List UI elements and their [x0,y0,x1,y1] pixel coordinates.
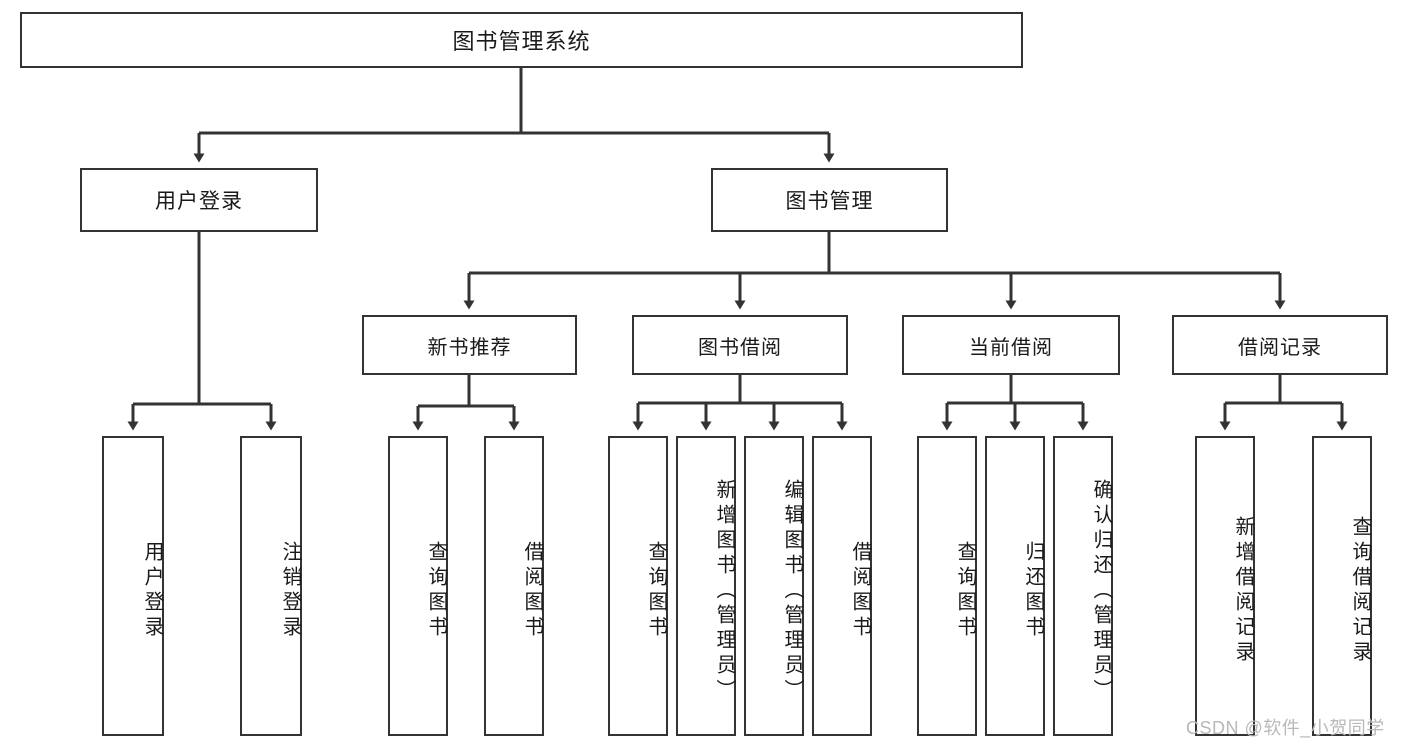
node-book-borrow-label: 图书借阅 [698,336,782,359]
node-new-book-recommend-label: 新书推荐 [427,336,512,359]
leaf-add-book-admin-label: 新增图书（管理员） [713,478,735,704]
leaf-query-borrow-record-label: 查询借阅记录 [1349,516,1371,666]
leaf-query-borrow-record[interactable]: 查询借阅记录 [1312,436,1372,736]
node-borrow-record[interactable]: 借阅记录 [1172,315,1388,375]
leaf-query-book-recommend[interactable]: 查询图书 [388,436,448,736]
leaf-query-book-borrow-label: 查询图书 [645,541,667,641]
node-user-login-label: 用户登录 [155,190,243,213]
leaf-confirm-return-admin[interactable]: 确认归还（管理员） [1053,436,1113,736]
leaf-borrow-book-recommend-label: 借阅图书 [521,541,543,641]
node-new-book-recommend[interactable]: 新书推荐 [362,315,577,375]
leaf-logout-login[interactable]: 注销登录 [240,436,302,736]
leaf-query-book-recommend-label: 查询图书 [425,541,447,641]
node-book-management-label: 图书管理 [785,190,874,213]
node-book-management[interactable]: 图书管理 [711,168,948,232]
leaf-add-book-admin[interactable]: 新增图书（管理员） [676,436,736,736]
leaf-add-borrow-record[interactable]: 新增借阅记录 [1195,436,1255,736]
leaf-logout-login-label: 注销登录 [279,541,301,641]
leaf-borrow-book-recommend[interactable]: 借阅图书 [484,436,544,736]
leaf-edit-book-admin[interactable]: 编辑图书（管理员） [744,436,804,736]
node-current-borrow[interactable]: 当前借阅 [902,315,1120,375]
node-user-login[interactable]: 用户登录 [80,168,318,232]
node-current-borrow-label: 当前借阅 [969,336,1053,359]
leaf-edit-book-admin-label: 编辑图书（管理员） [781,478,803,704]
node-root-label: 图书管理系统 [452,29,591,54]
node-borrow-record-label: 借阅记录 [1238,336,1322,359]
node-root[interactable]: 图书管理系统 [20,12,1023,68]
leaf-query-book-borrow[interactable]: 查询图书 [608,436,668,736]
leaf-add-borrow-record-label: 新增借阅记录 [1232,516,1254,666]
leaf-return-book-label: 归还图书 [1022,541,1044,641]
leaf-borrow-book[interactable]: 借阅图书 [812,436,872,736]
leaf-user-login-label: 用户登录 [141,541,163,641]
leaf-borrow-book-label: 借阅图书 [849,541,871,641]
leaf-query-book-current[interactable]: 查询图书 [917,436,977,736]
leaf-confirm-return-admin-label: 确认归还（管理员） [1090,478,1112,704]
node-book-borrow[interactable]: 图书借阅 [632,315,848,375]
leaf-query-book-current-label: 查询图书 [954,541,976,641]
leaf-return-book[interactable]: 归还图书 [985,436,1045,736]
watermark-text: CSDN @软件_小贺同学 [1186,718,1385,738]
leaf-user-login[interactable]: 用户登录 [102,436,164,736]
